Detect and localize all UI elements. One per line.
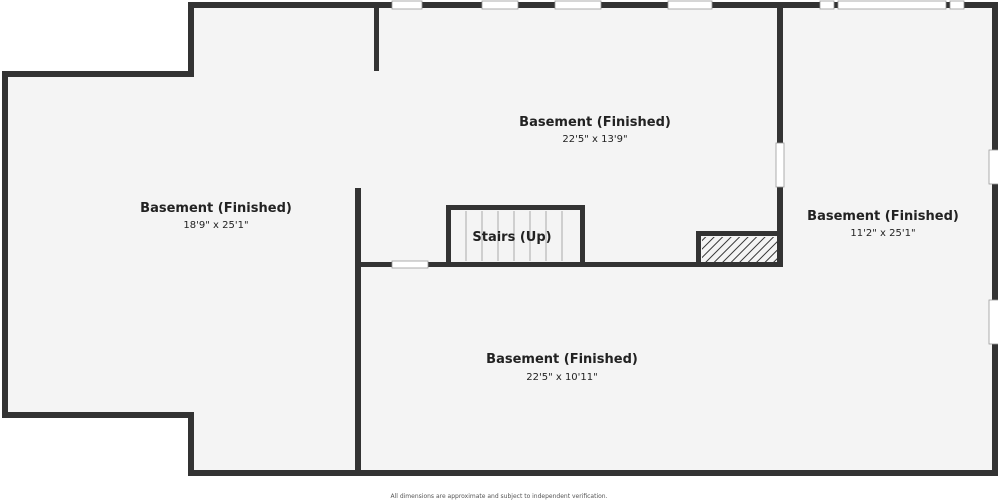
room-dimensions: 11'2" x 25'1"	[850, 228, 915, 239]
window-top-2	[481, 0, 519, 10]
room-basement-left: Basement (Finished) 18'9" x 25'1"	[140, 201, 292, 231]
window-top-7	[949, 0, 965, 10]
window-right-1	[988, 149, 998, 185]
floor-area	[4, 4, 996, 474]
room-name: Basement (Finished)	[807, 209, 959, 224]
room-name: Basement (Finished)	[486, 352, 638, 367]
room-basement-right: Basement (Finished) 11'2" x 25'1"	[807, 209, 959, 239]
room-name: Basement (Finished)	[140, 201, 292, 216]
stairs-label: Stairs (Up)	[472, 230, 551, 245]
window-top-1	[391, 0, 423, 10]
window-top-3	[554, 0, 602, 10]
stair-treads	[465, 211, 563, 261]
opening-interior-right	[775, 142, 785, 188]
room-dimensions: 22'5" x 10'11"	[526, 372, 598, 383]
window-right-2	[988, 299, 998, 345]
window-top-4	[667, 0, 713, 10]
interior-walls	[355, 4, 783, 474]
window-top-6	[837, 0, 947, 10]
windows	[391, 0, 998, 345]
room-basement-top-center: Basement (Finished) 22'5" x 13'9"	[519, 115, 671, 145]
room-dimensions: 18'9" x 25'1"	[183, 220, 248, 231]
room-dimensions: 22'5" x 13'9"	[562, 134, 627, 145]
footer-disclaimer: All dimensions are approximate and subje…	[390, 493, 607, 500]
utility-closet	[702, 237, 777, 262]
opening-interior-bottom	[391, 260, 429, 269]
room-name: Basement (Finished)	[519, 115, 671, 130]
room-basement-bottom-center: Basement (Finished) 22'5" x 10'11"	[486, 352, 638, 383]
window-top-5	[819, 0, 835, 10]
